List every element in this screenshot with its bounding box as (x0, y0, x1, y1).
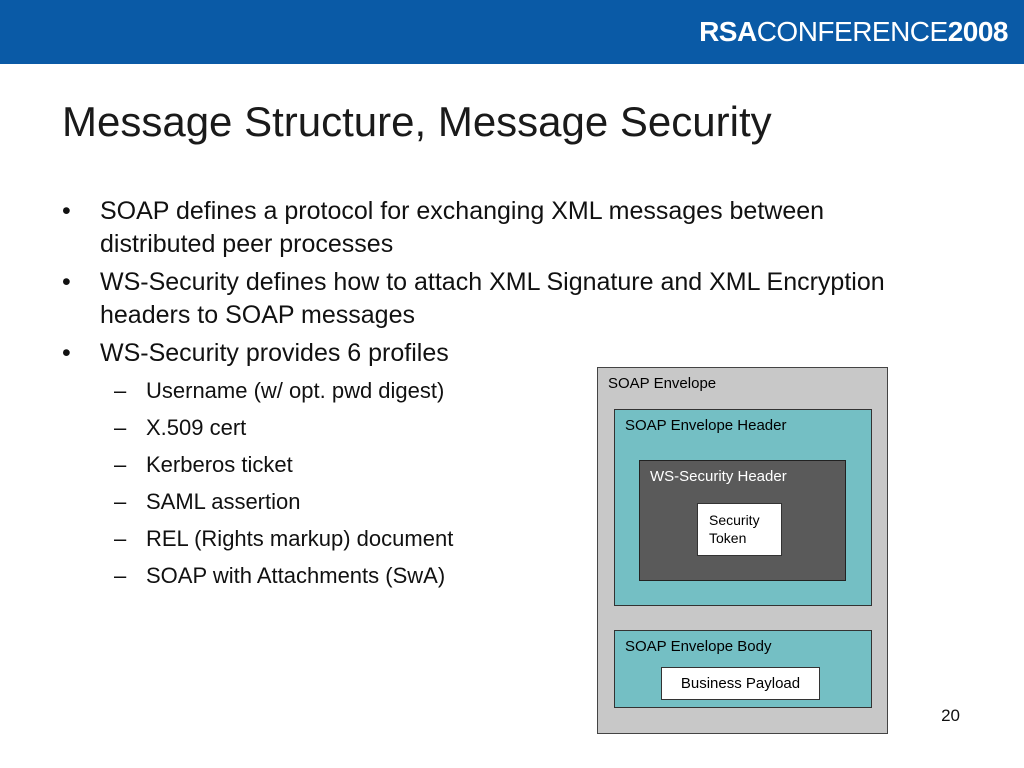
sub-bullet-text: Kerberos ticket (146, 452, 293, 477)
ws-security-header-label: WS-Security Header (650, 468, 787, 485)
rsa-conference-logo: RSACONFERENCE2008 (699, 16, 1008, 48)
sub-bullet-text: Username (w/ opt. pwd digest) (146, 378, 445, 403)
sub-bullet-list: – Username (w/ opt. pwd digest) – X.509 … (100, 372, 942, 594)
bullet-text: SOAP defines a protocol for exchanging X… (100, 197, 825, 258)
business-payload-label: Business Payload (680, 675, 801, 692)
bullet-item: • SOAP defines a protocol for exchanging… (62, 195, 942, 261)
page-number: 20 (941, 706, 960, 725)
bullet-text: WS-Security provides 6 profiles (100, 339, 449, 367)
sub-bullet-text: SAML assertion (146, 489, 301, 514)
soap-envelope-body-label: SOAP Envelope Body (625, 638, 772, 655)
sub-bullet-text: SOAP with Attachments (SwA) (146, 563, 446, 588)
sub-bullet-item: – REL (Rights markup) document (100, 520, 942, 557)
logo-year: 2008 (947, 16, 1009, 47)
sub-bullet-marker: – (114, 563, 127, 588)
sub-bullet-item: – X.509 cert (100, 409, 942, 446)
sub-bullet-marker: – (114, 452, 127, 477)
soap-envelope-label: SOAP Envelope (608, 375, 717, 392)
sub-bullet-marker: – (114, 489, 127, 514)
sub-bullet-marker: – (114, 415, 127, 440)
bullet-text: WS-Security defines how to attach XML Si… (100, 268, 885, 329)
sub-bullet-marker: – (114, 378, 127, 403)
bullet-marker: • (62, 268, 71, 296)
bullet-item: • WS-Security defines how to attach XML … (62, 266, 942, 332)
bullet-marker: • (62, 197, 71, 225)
bullet-list: • SOAP defines a protocol for exchanging… (62, 195, 942, 599)
header-bar: RSACONFERENCE2008 (0, 0, 1024, 64)
sub-bullet-item: – Username (w/ opt. pwd digest) (100, 372, 942, 409)
logo-rsa: RSA (699, 16, 757, 47)
sub-bullet-text: X.509 cert (146, 415, 247, 440)
bullet-marker: • (62, 339, 71, 367)
soap-envelope-header-label: SOAP Envelope Header (625, 417, 787, 434)
sub-bullet-item: – Kerberos ticket (100, 446, 942, 483)
sub-bullet-item: – SOAP with Attachments (SwA) (100, 557, 942, 594)
sub-bullet-marker: – (114, 526, 127, 551)
bullet-item: • WS-Security provides 6 profiles – User… (62, 337, 942, 594)
security-token-box: Security Token (697, 503, 782, 556)
business-payload-box: Business Payload (661, 667, 820, 700)
sub-bullet-item: – SAML assertion (100, 483, 942, 520)
slide-title: Message Structure, Message Security (62, 98, 772, 145)
security-token-label: Security Token (709, 512, 760, 546)
sub-bullet-text: REL (Rights markup) document (146, 526, 454, 551)
logo-conference: CONFERENCE (756, 16, 949, 47)
